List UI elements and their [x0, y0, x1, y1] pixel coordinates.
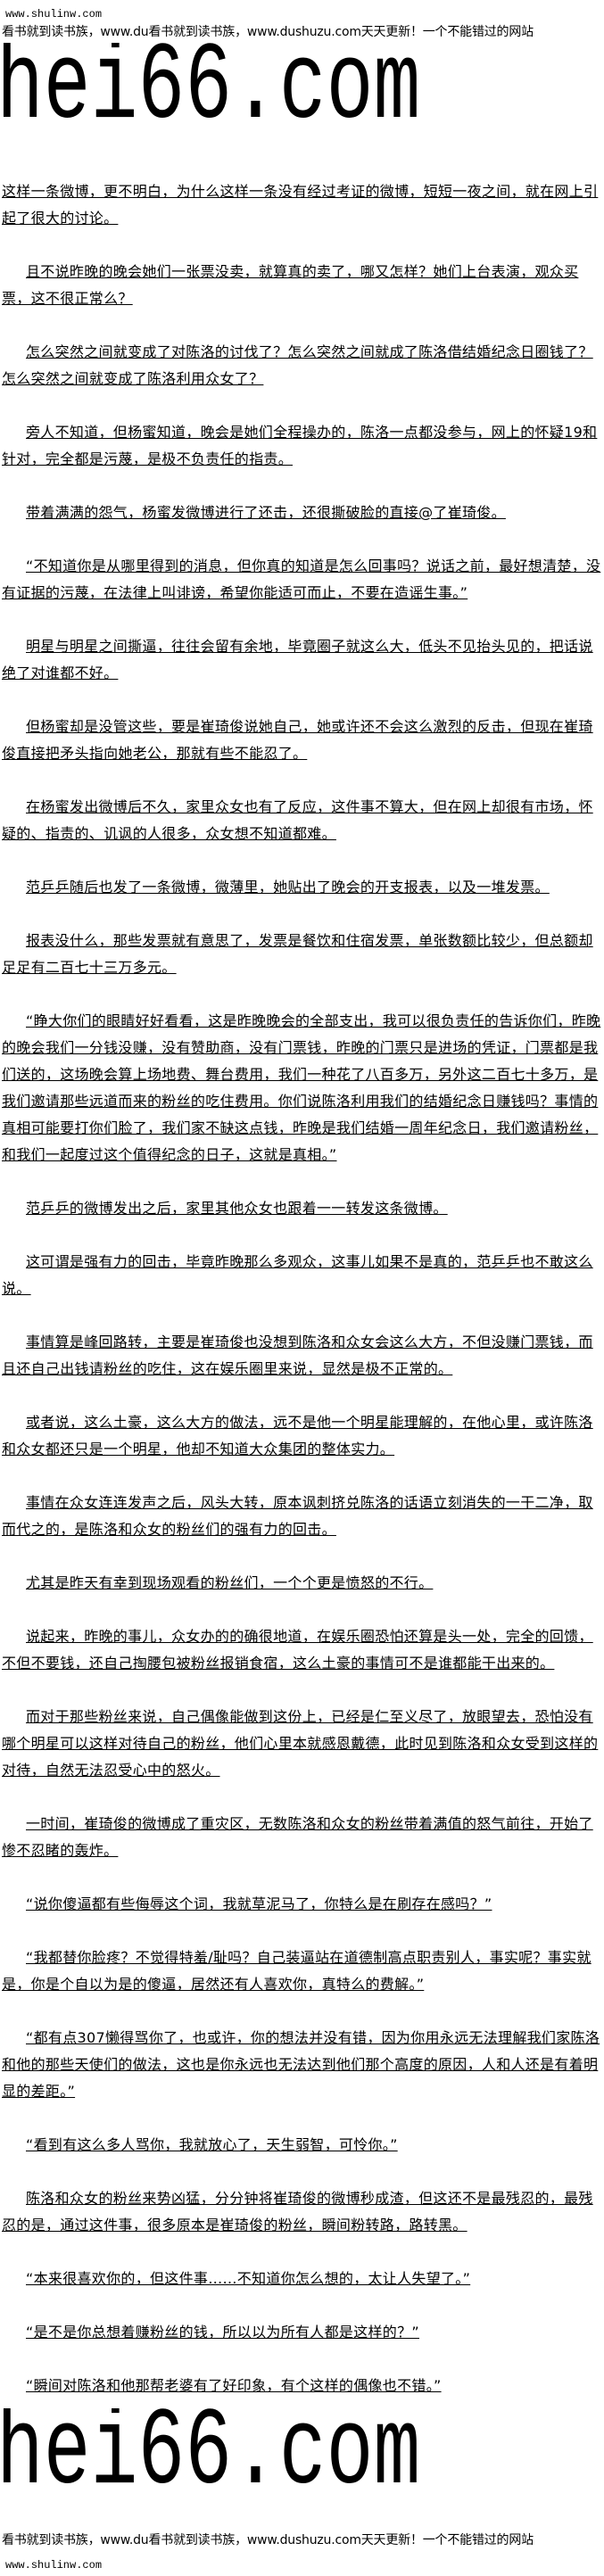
- paragraph: 尤其是昨天有幸到现场观看的粉丝们，一个个更是愤怒的不行。: [26, 1574, 434, 1591]
- paragraph: “我都替你脸疼？不觉得特羞/耻吗？自己装逼站在道德制高点职责别人，事实呢？事实就…: [2, 1949, 592, 1993]
- paragraph: “说你傻逼都有些侮辱这个词，我就草泥马了，你特么是在刷存在感吗？”: [26, 1895, 492, 1912]
- paragraph: “睁大你们的眼睛好好看看，这是昨晚晚会的全部支出，我可以很负责任的告诉你们，昨晚…: [2, 1012, 601, 1163]
- paragraph: “本来很喜欢你的，但这件事……不知道你怎么想的，太让人失望了。”: [26, 2270, 471, 2287]
- paragraph: 明星与明星之间撕逼，往往会留有余地，毕竟圈子就这么大，低头不见抬头见的，把话说绝…: [2, 638, 593, 681]
- chapter-content: 这样一条微博，更不明白，为什么这样一条没有经过考证的微博，短短一夜之间，就在网上…: [2, 178, 601, 2426]
- site-url-top: www.shulinw.com: [5, 8, 103, 21]
- site-slogan-top: 看书就到读书族，www.du看书就到读书族，www.dushuzu.com天天更…: [2, 25, 534, 39]
- logo-text: hei66.com: [0, 2408, 421, 2498]
- paragraph: 且不说昨晚的晚会她们一张票没卖，就算真的卖了，哪又怎样？她们上台表演，观众买票，…: [2, 263, 579, 307]
- paragraph: 或者说，这么土豪，这么大方的做法，远不是他一个明星能理解的，在他心里，或许陈洛和…: [2, 1414, 593, 1457]
- paragraph: 事情在众女连连发声之后，风头大转，原本讽刺挤兑陈洛的话语立刻消失的一干二净，取而…: [2, 1494, 593, 1538]
- paragraph: 说起来，昨晚的事儿，众女办的的确很地道，在娱乐圈恐怕还算是头一处，完全的回馈，不…: [2, 1628, 593, 1672]
- site-slogan-bottom: 看书就到读书族，www.du看书就到读书族，www.dushuzu.com天天更…: [2, 2533, 534, 2547]
- logo-text: hei66.com: [0, 43, 421, 132]
- paragraph: 怎么突然之间就变成了对陈洛的讨伐了？怎么突然之间就成了陈洛借结婚纪念日圈钱了？怎…: [2, 343, 593, 387]
- paragraph: 一时间，崔琦俊的微博成了重灾区，无数陈洛和众女的粉丝带着满值的怒气前往，开始了惨…: [2, 1815, 593, 1859]
- paragraph: 陈洛和众女的粉丝来势凶猛，分分钟将崔琦俊的微博秒成渣，但这还不是最残忍的，最残忍…: [2, 2190, 593, 2233]
- site-logo-top: hei66.com: [0, 43, 604, 132]
- paragraph: “是不是你总想着赚粉丝的钱，所以以为所有人都是这样的？”: [26, 2324, 419, 2341]
- site-url-bottom: www.shulinw.com: [5, 2559, 103, 2572]
- paragraph: 但杨蜜却是没管这些，要是崔琦俊说她自己，她或许还不会这么激烈的反击，但现在崔琦俊…: [2, 718, 593, 762]
- paragraph: “瞬间对陈洛和他那帮老婆有了好印象，有个这样的偶像也不错。”: [26, 2377, 442, 2394]
- paragraph: 范乒乒的微博发出之后，家里其他众女也跟着一一转发这条微博。: [26, 1200, 448, 1217]
- paragraph: “不知道你是从哪里得到的消息，但你真的知道是怎么回事吗？说话之前，最好想清楚，没…: [2, 557, 601, 601]
- paragraph: 事情算是峰回路转，主要是崔琦俊也没想到陈洛和众女会这么大方，不但没赚门票钱，而且…: [2, 1333, 593, 1377]
- paragraph: “看到有这么多人骂你，我就放心了，天生弱智，可怜你。”: [26, 2136, 398, 2153]
- paragraph: 报表没什么，那些发票就有意思了，发票是餐饮和住宿发票，单张数额比较少，但总额却足…: [2, 932, 593, 976]
- paragraph: 范乒乒随后也发了一条微博，微薄里，她贴出了晚会的开支报表，以及一堆发票。: [26, 879, 550, 896]
- paragraph: 在杨蜜发出微博后不久，家里众女也有了反应，这件事不算大，但在网上却很有市场，怀疑…: [2, 798, 593, 842]
- paragraph: 这可谓是强有力的回击，毕竟昨晚那么多观众，这事儿如果不是真的，范乒乒也不敢这么说…: [2, 1253, 593, 1297]
- paragraph: 旁人不知道，但杨蜜知道，晚会是她们全程操办的，陈洛一点都没参与，网上的怀疑19和…: [2, 424, 598, 467]
- paragraph: 而对于那些粉丝来说，自己偶像能做到这份上，已经是仁至义尽了，放眼望去，恐怕没有哪…: [2, 1708, 599, 1779]
- site-logo-bottom: hei66.com: [0, 2408, 604, 2498]
- paragraph: 带着满满的怨气，杨蜜发微博进行了还击，还很撕破脸的直接@了崔琦俊。: [26, 504, 506, 521]
- paragraph: 这样一条微博，更不明白，为什么这样一条没有经过考证的微博，短短一夜之间，就在网上…: [2, 183, 599, 227]
- paragraph: “都有点307懒得骂你了，也或许，你的想法并没有错，因为你用永远无法理解我们家陈…: [2, 2029, 600, 2100]
